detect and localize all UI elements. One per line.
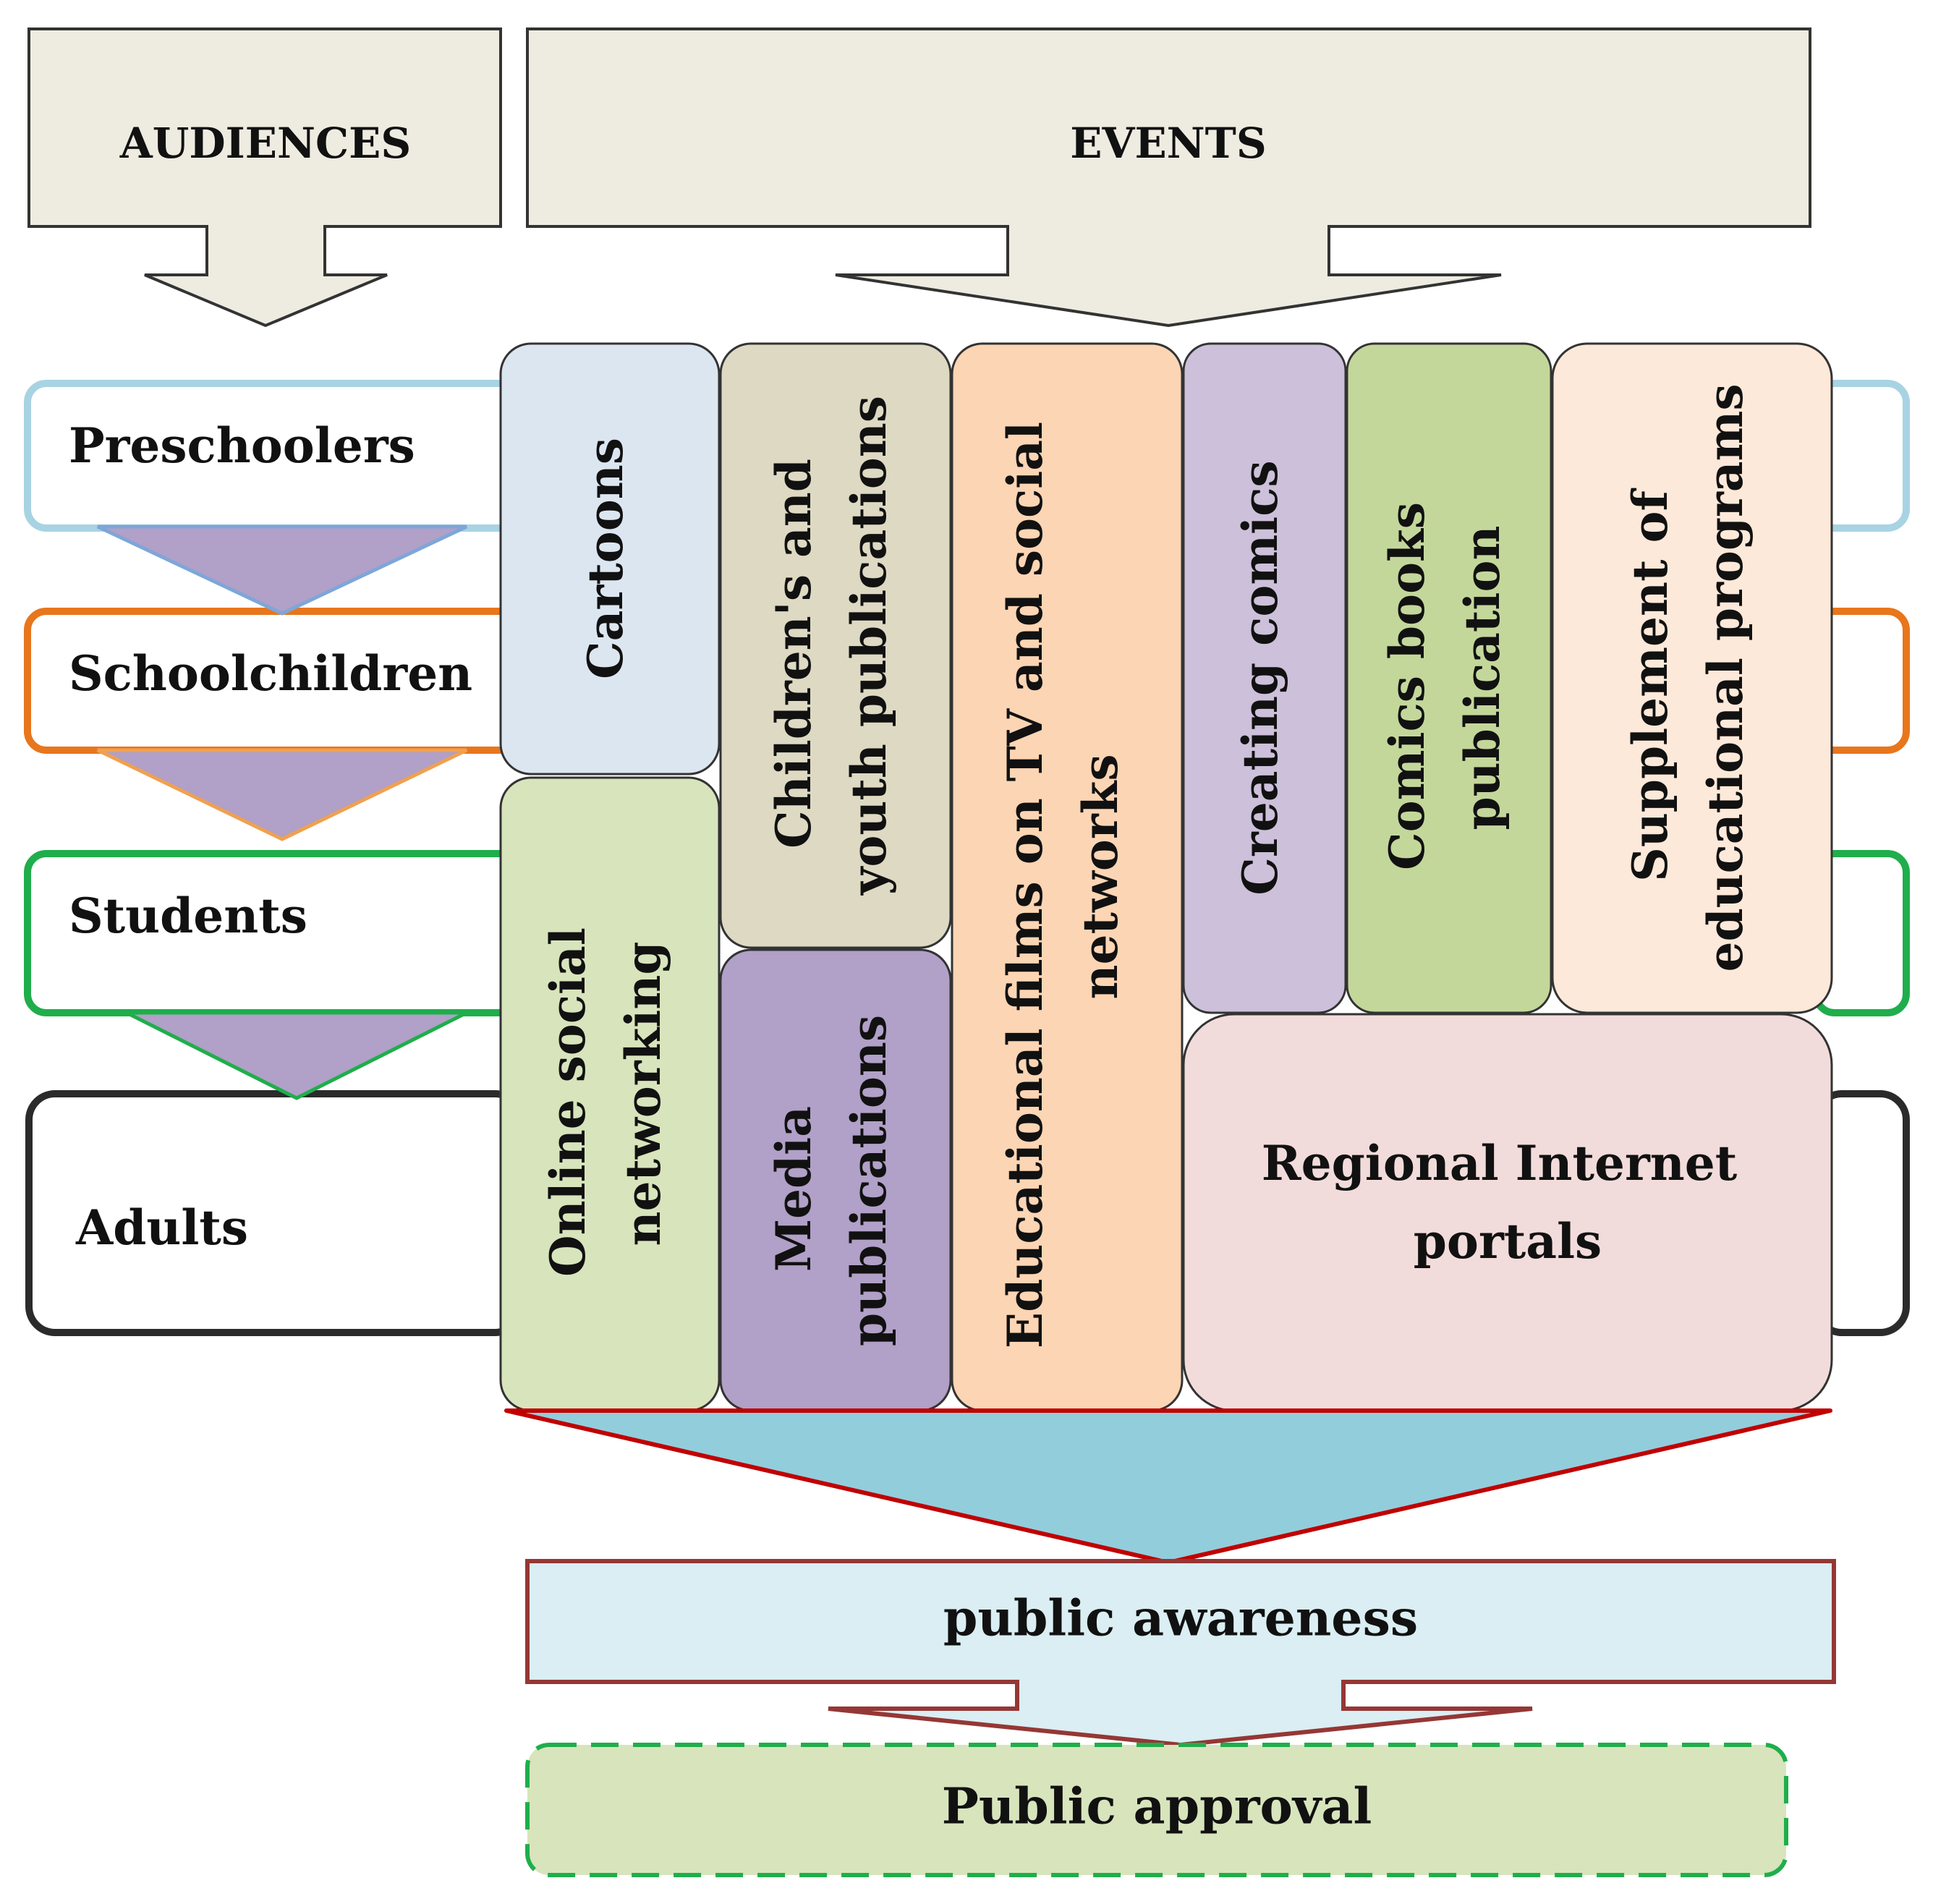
- event-educational-films: Educational films on TV and social netwo…: [951, 342, 1184, 1412]
- event-creating-comics: Creating comics: [1182, 342, 1347, 1014]
- event-label-childrens-pub: Children's and youth publications: [753, 396, 897, 896]
- connector-schoolchildren-to-students: [96, 748, 468, 841]
- event-label-creating-comics: Creating comics: [1232, 460, 1288, 895]
- funnel-arrow: [504, 1408, 1832, 1565]
- event-cartoons: Cartoons: [499, 342, 721, 775]
- public-approval-label: Public approval: [942, 1778, 1372, 1836]
- events-header-label: EVENTS: [1070, 119, 1266, 168]
- public-approval-box: Public approval: [525, 1743, 1788, 1877]
- event-label-online-social: Online social networking: [527, 911, 671, 1277]
- connector-preschoolers-to-schoolchildren: [96, 524, 468, 616]
- audience-label-adults: Adults: [75, 1199, 248, 1256]
- events-header-arrow: EVENTS: [526, 27, 1811, 328]
- audience-band-adults: Adults: [25, 1090, 1910, 1336]
- event-label-edu-films: Educational films on TV and social netwo…: [985, 405, 1129, 1348]
- event-label-supplement: Supplement of educational programs: [1610, 383, 1754, 972]
- audience-label-schoolchildren: Schoolchildren: [69, 645, 472, 702]
- audience-label-preschoolers: Preschoolers: [69, 417, 415, 474]
- event-supplement-educational-programs: Supplement of educational programs: [1551, 342, 1833, 1014]
- public-awareness-arrow: public awareness: [525, 1559, 1836, 1748]
- event-media-publications: Media publications: [719, 948, 952, 1412]
- connector-students-to-adults: [125, 1011, 468, 1100]
- event-online-social-networking: Online social networking: [499, 776, 721, 1412]
- public-awareness-label: public awareness: [943, 1590, 1418, 1648]
- event-label-cartoons: Cartoons: [577, 438, 634, 679]
- audiences-header-label: AUDIENCES: [119, 119, 412, 168]
- audience-label-students: Students: [69, 888, 307, 944]
- audience-band-preschoolers: Preschoolers: [24, 380, 1910, 532]
- event-comics-books-publication: Comics books publication: [1346, 342, 1552, 1014]
- event-label-media-pub: Media publications: [753, 1015, 897, 1346]
- event-regional-internet-portals: Regional Internet portals: [1182, 1013, 1833, 1412]
- audiences-header-arrow: AUDIENCES: [27, 27, 502, 328]
- event-label-comics-books: Comics books publication: [1367, 485, 1511, 870]
- event-label-regional: Regional Internet portals: [1262, 1123, 1754, 1270]
- event-childrens-youth-publications: Children's and youth publications: [719, 342, 952, 949]
